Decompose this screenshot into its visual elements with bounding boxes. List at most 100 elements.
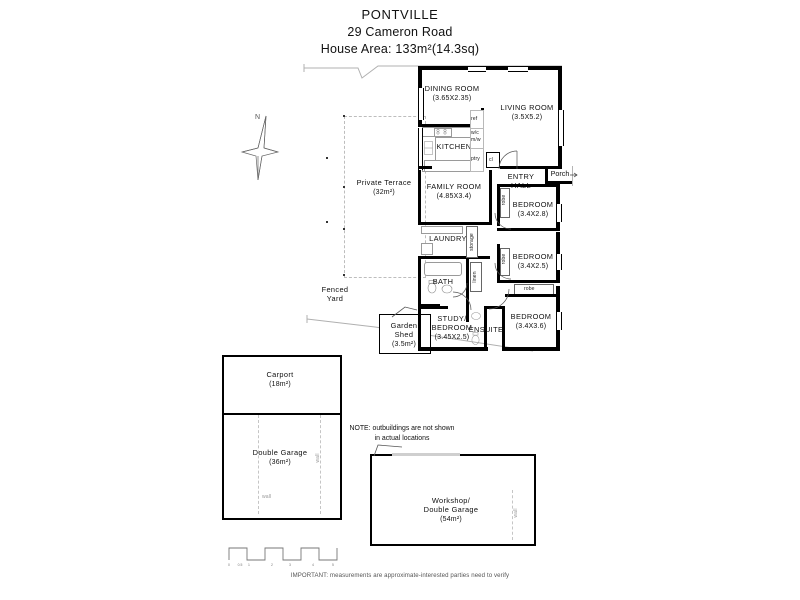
terrace-name: Private Terrace [356,178,412,187]
wall-dining-kitchen [418,124,484,127]
boundary-node [326,221,328,223]
shed-line2: Shed [394,330,414,340]
wall-bath-bottom [418,304,440,307]
laundry-bench [421,226,463,234]
wall-bed1-right-upper [556,184,560,204]
room-label-ensuite: ENSUITE [466,325,506,334]
door-swing-bed1 [494,212,512,230]
wall-exterior-top [418,66,562,70]
family-name: FAMILY ROOM [426,182,482,191]
fenced-yard-line1: Fenced [321,285,349,294]
window-dining-top [468,66,486,72]
carport-area: (18m²) [269,381,291,389]
study-line1: STUDY/ [437,314,467,323]
window-living-top [508,66,528,72]
door-swing-bed2 [494,262,512,280]
house-area: House Area: 133m²(14.3sq) [320,42,480,57]
wall-ensuite-right [502,306,505,350]
carport [222,355,342,417]
robe-bed3-label: robe [524,286,535,292]
room-label-bed3: BEDROOM (3.4X3.6) [506,312,556,332]
wall-living-right-upper [558,66,562,110]
fenced-yard-label: Fenced Yard [308,285,362,303]
wall-bed2-right-lower [556,270,560,280]
wall-bed2-left [497,244,500,280]
carport-label: Carport (18m²) [222,370,338,390]
room-label-porch: Porch [550,169,570,178]
cooktop-burners-icon [436,128,447,135]
wall-bath-right [466,258,469,306]
workshop-wall-label: wall [513,508,519,518]
disclaimer-text: IMPORTANT: measurements are approximate-… [290,572,510,579]
bed1-name: BEDROOM [512,200,554,209]
washer-label: w/c [471,130,479,136]
workshop-divider-line [512,490,513,540]
bath-name: BATH [432,277,454,286]
fenced-yard-line2: Yard [326,294,344,304]
robe-bed1-label: robe [501,194,507,206]
porch-arrow-icon [570,172,578,178]
bed2-dim: (3.4X2.5) [517,263,549,271]
study-line2: BEDROOM [431,323,473,333]
wall-bed1-left [497,184,500,226]
title-block: PONTVILLE 29 Cameron Road House Area: 13… [0,6,800,58]
bathtub-icon [424,262,462,276]
wall-dining-left-lower [418,120,422,126]
bed1-dim: (3.4X2.8) [517,211,549,219]
storage-label: storage [469,233,475,251]
private-terrace-label: Private Terrace (32m²) [344,178,424,198]
room-label-bed1: BEDROOM (3.4X2.8) [508,200,558,220]
basin-icon [441,284,453,294]
living-dim: (3.5X5.2) [511,114,543,122]
wall-living-right-lower [558,146,562,168]
wall-bed2-right-upper [556,232,560,254]
boundary-node [326,157,328,159]
wall-porch-bottom [545,181,573,184]
room-label-living: LIVING ROOM (3.5X5.2) [492,103,562,123]
wall-family-bottom [418,222,492,225]
wall-ensuite-left [466,306,469,322]
wall-dining-left-upper [418,66,422,88]
wall-bed3-bottom [502,347,560,351]
closet-label: cl [489,157,493,163]
window-bed3 [556,312,562,330]
property-name: PONTVILLE [361,7,439,22]
bed3-dim: (3.4X3.6) [515,323,547,331]
bed2-name: BEDROOM [512,252,554,261]
double-garage [222,413,342,520]
door-swing-bath [452,282,468,298]
compass-rose-icon: N [238,108,286,186]
wall-living-bottom [500,166,562,169]
scale-tick-3: 2 [271,563,273,567]
wall-study-left [418,306,421,350]
scale-tick-6: 5 [332,563,334,567]
scale-tick-1: 0.5 [238,563,243,567]
wall-laundry-bottom [418,256,490,259]
wall-bed3-top [505,294,557,297]
garage-area: (36m²) [269,459,291,467]
linen-label: linen [472,271,478,283]
window-family-left [418,128,423,170]
wall-family-topleft [418,166,432,169]
study-dim: (3.45X2.5) [434,334,470,342]
family-dim: (4.85X3.4) [436,193,472,201]
garage-door-line [320,415,321,514]
closet-space [486,152,500,168]
wall-bed3-right-lower [556,330,560,350]
wall-bed1-bottom [497,228,560,231]
bed3-name: BEDROOM [510,312,552,321]
carport-name: Carport [266,370,294,379]
window-bed1 [556,204,562,222]
property-address: 29 Cameron Road [347,24,453,39]
pantry-space [470,148,484,172]
wall-bath-left [418,278,421,306]
room-label-dining: DINING ROOM (3.65X2.35) [420,84,484,104]
shed-line1: Garden [390,321,418,330]
cooktop-icon [434,128,452,137]
room-label-kitchen: KITCHEN [432,142,476,151]
fridge-label: ref [471,116,478,122]
room-label-bed2: BEDROOM (3.4X2.5) [508,252,558,272]
kitchen-name: KITCHEN [436,142,472,151]
scale-tick-4: 3 [289,563,291,567]
wall-family-left [418,170,421,222]
